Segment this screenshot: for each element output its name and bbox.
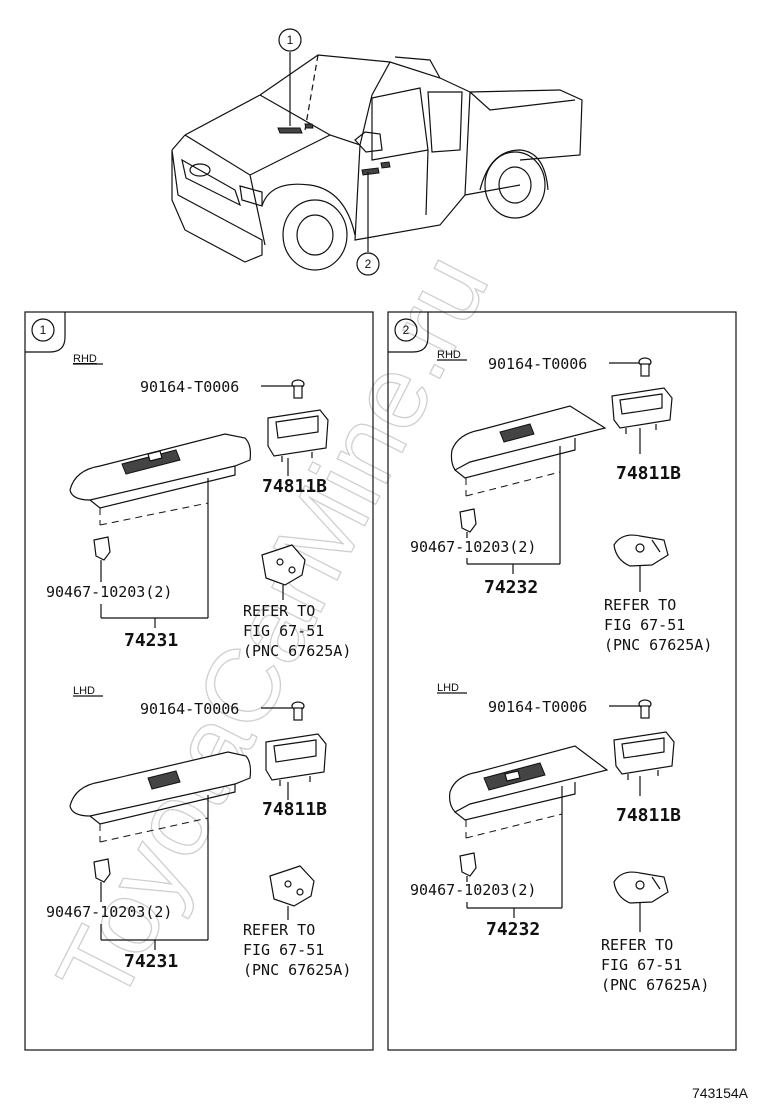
panel-right-number-circle	[394, 318, 418, 342]
left-rhd-switch-panel	[69, 433, 252, 509]
left-lhd-cover-label: 74811B	[262, 799, 327, 820]
panel-right: 2 RHD 90164-T0006 74811B	[387, 311, 737, 1051]
right-rhd-switch-label: 74232	[484, 577, 538, 598]
left-lhd-screw-icon	[291, 701, 305, 721]
right-lhd-clip-label: 90467-10203(2)	[410, 881, 536, 899]
right-rhd-refer-line3: (PNC 67625A)	[604, 636, 712, 654]
truck-illustration: 1 2	[171, 28, 583, 276]
panel-right-frame	[387, 311, 737, 1051]
right-rhd-screw-icon	[638, 357, 652, 377]
left-lhd-refer-line1: REFER TO	[243, 921, 315, 939]
left-rhd-cover-icon	[267, 409, 329, 462]
right-rhd-cover-label: 74811B	[616, 463, 681, 484]
right-rhd-refer-line1: REFER TO	[604, 596, 676, 614]
callout-2-circle	[356, 252, 380, 276]
left-rhd-bracket-icon	[261, 544, 306, 586]
callout-1-circle	[278, 28, 302, 52]
panel-left: 1 RHD 90164-T0006 74811B	[24, 311, 374, 1051]
right-lhd-refer-line2: FIG 67-51	[601, 956, 682, 974]
left-lhd-bracket-icon	[269, 865, 315, 907]
right-rhd-switch-panel	[450, 405, 607, 479]
left-lhd-clip-label: 90467-10203(2)	[46, 903, 172, 921]
left-lhd-switch-panel	[69, 751, 252, 825]
left-lhd-cover-icon	[265, 733, 327, 786]
callout-2-number: 2	[365, 257, 372, 271]
right-lhd-screw-icon	[638, 699, 652, 719]
left-lhd-refer-line3: (PNC 67625A)	[243, 961, 351, 979]
right-rhd-label: RHD	[437, 349, 461, 361]
right-lhd-screw-label: 90164-T0006	[488, 698, 587, 716]
right-rhd-clip-label: 90467-10203(2)	[410, 538, 536, 556]
left-lhd-section: LHD 90164-T0006 74811B	[46, 685, 351, 979]
right-lhd-cover-label: 74811B	[616, 805, 681, 826]
left-rhd-switch-label: 74231	[124, 630, 178, 651]
right-lhd-label: LHD	[437, 682, 459, 694]
right-lhd-bracket-icon	[613, 871, 669, 904]
right-rhd-refer-line2: FIG 67-51	[604, 616, 685, 634]
right-lhd-switch-label: 74232	[486, 919, 540, 940]
right-lhd-switch-panel	[448, 745, 609, 821]
right-lhd-section: LHD 90164-T0006 74811B	[410, 682, 709, 994]
left-rhd-label: RHD	[73, 353, 97, 365]
right-lhd-clip-icon	[459, 852, 477, 877]
left-rhd-refer-line2: FIG 67-51	[243, 622, 324, 640]
switch-mark-1	[277, 127, 303, 134]
right-rhd-screw-label: 90164-T0006	[488, 355, 587, 373]
panel-right-number: 2	[403, 323, 410, 337]
left-rhd-screw-label: 90164-T0006	[140, 378, 239, 396]
left-rhd-screw-icon	[291, 379, 305, 399]
panel-left-frame	[24, 311, 374, 1051]
left-lhd-label: LHD	[73, 685, 95, 697]
left-lhd-screw-label: 90164-T0006	[140, 700, 239, 718]
right-rhd-section: RHD 90164-T0006 74811B	[410, 349, 712, 654]
figure-id: 743154A	[692, 1085, 749, 1101]
left-rhd-section: RHD 90164-T0006 74811B	[46, 353, 351, 660]
left-rhd-clip-icon	[93, 536, 111, 561]
right-lhd-refer-line1: REFER TO	[601, 936, 673, 954]
left-rhd-cover-label: 74811B	[262, 476, 327, 497]
left-lhd-refer-line2: FIG 67-51	[243, 941, 324, 959]
left-lhd-switch-label: 74231	[124, 951, 178, 972]
left-rhd-refer-line3: (PNC 67625A)	[243, 642, 351, 660]
right-rhd-clip-icon	[459, 508, 477, 533]
right-lhd-cover-icon	[613, 731, 675, 780]
left-lhd-clip-icon	[93, 858, 111, 883]
panel-left-number-circle	[31, 318, 55, 342]
panel-left-number: 1	[40, 323, 47, 337]
right-rhd-bracket-icon	[613, 534, 669, 567]
right-rhd-cover-icon	[611, 387, 673, 434]
left-rhd-refer-line1: REFER TO	[243, 602, 315, 620]
callout-1-number: 1	[287, 33, 294, 47]
left-rhd-clip-label: 90467-10203(2)	[46, 583, 172, 601]
switch-mark-2	[361, 167, 380, 176]
right-lhd-refer-line3: (PNC 67625A)	[601, 976, 709, 994]
